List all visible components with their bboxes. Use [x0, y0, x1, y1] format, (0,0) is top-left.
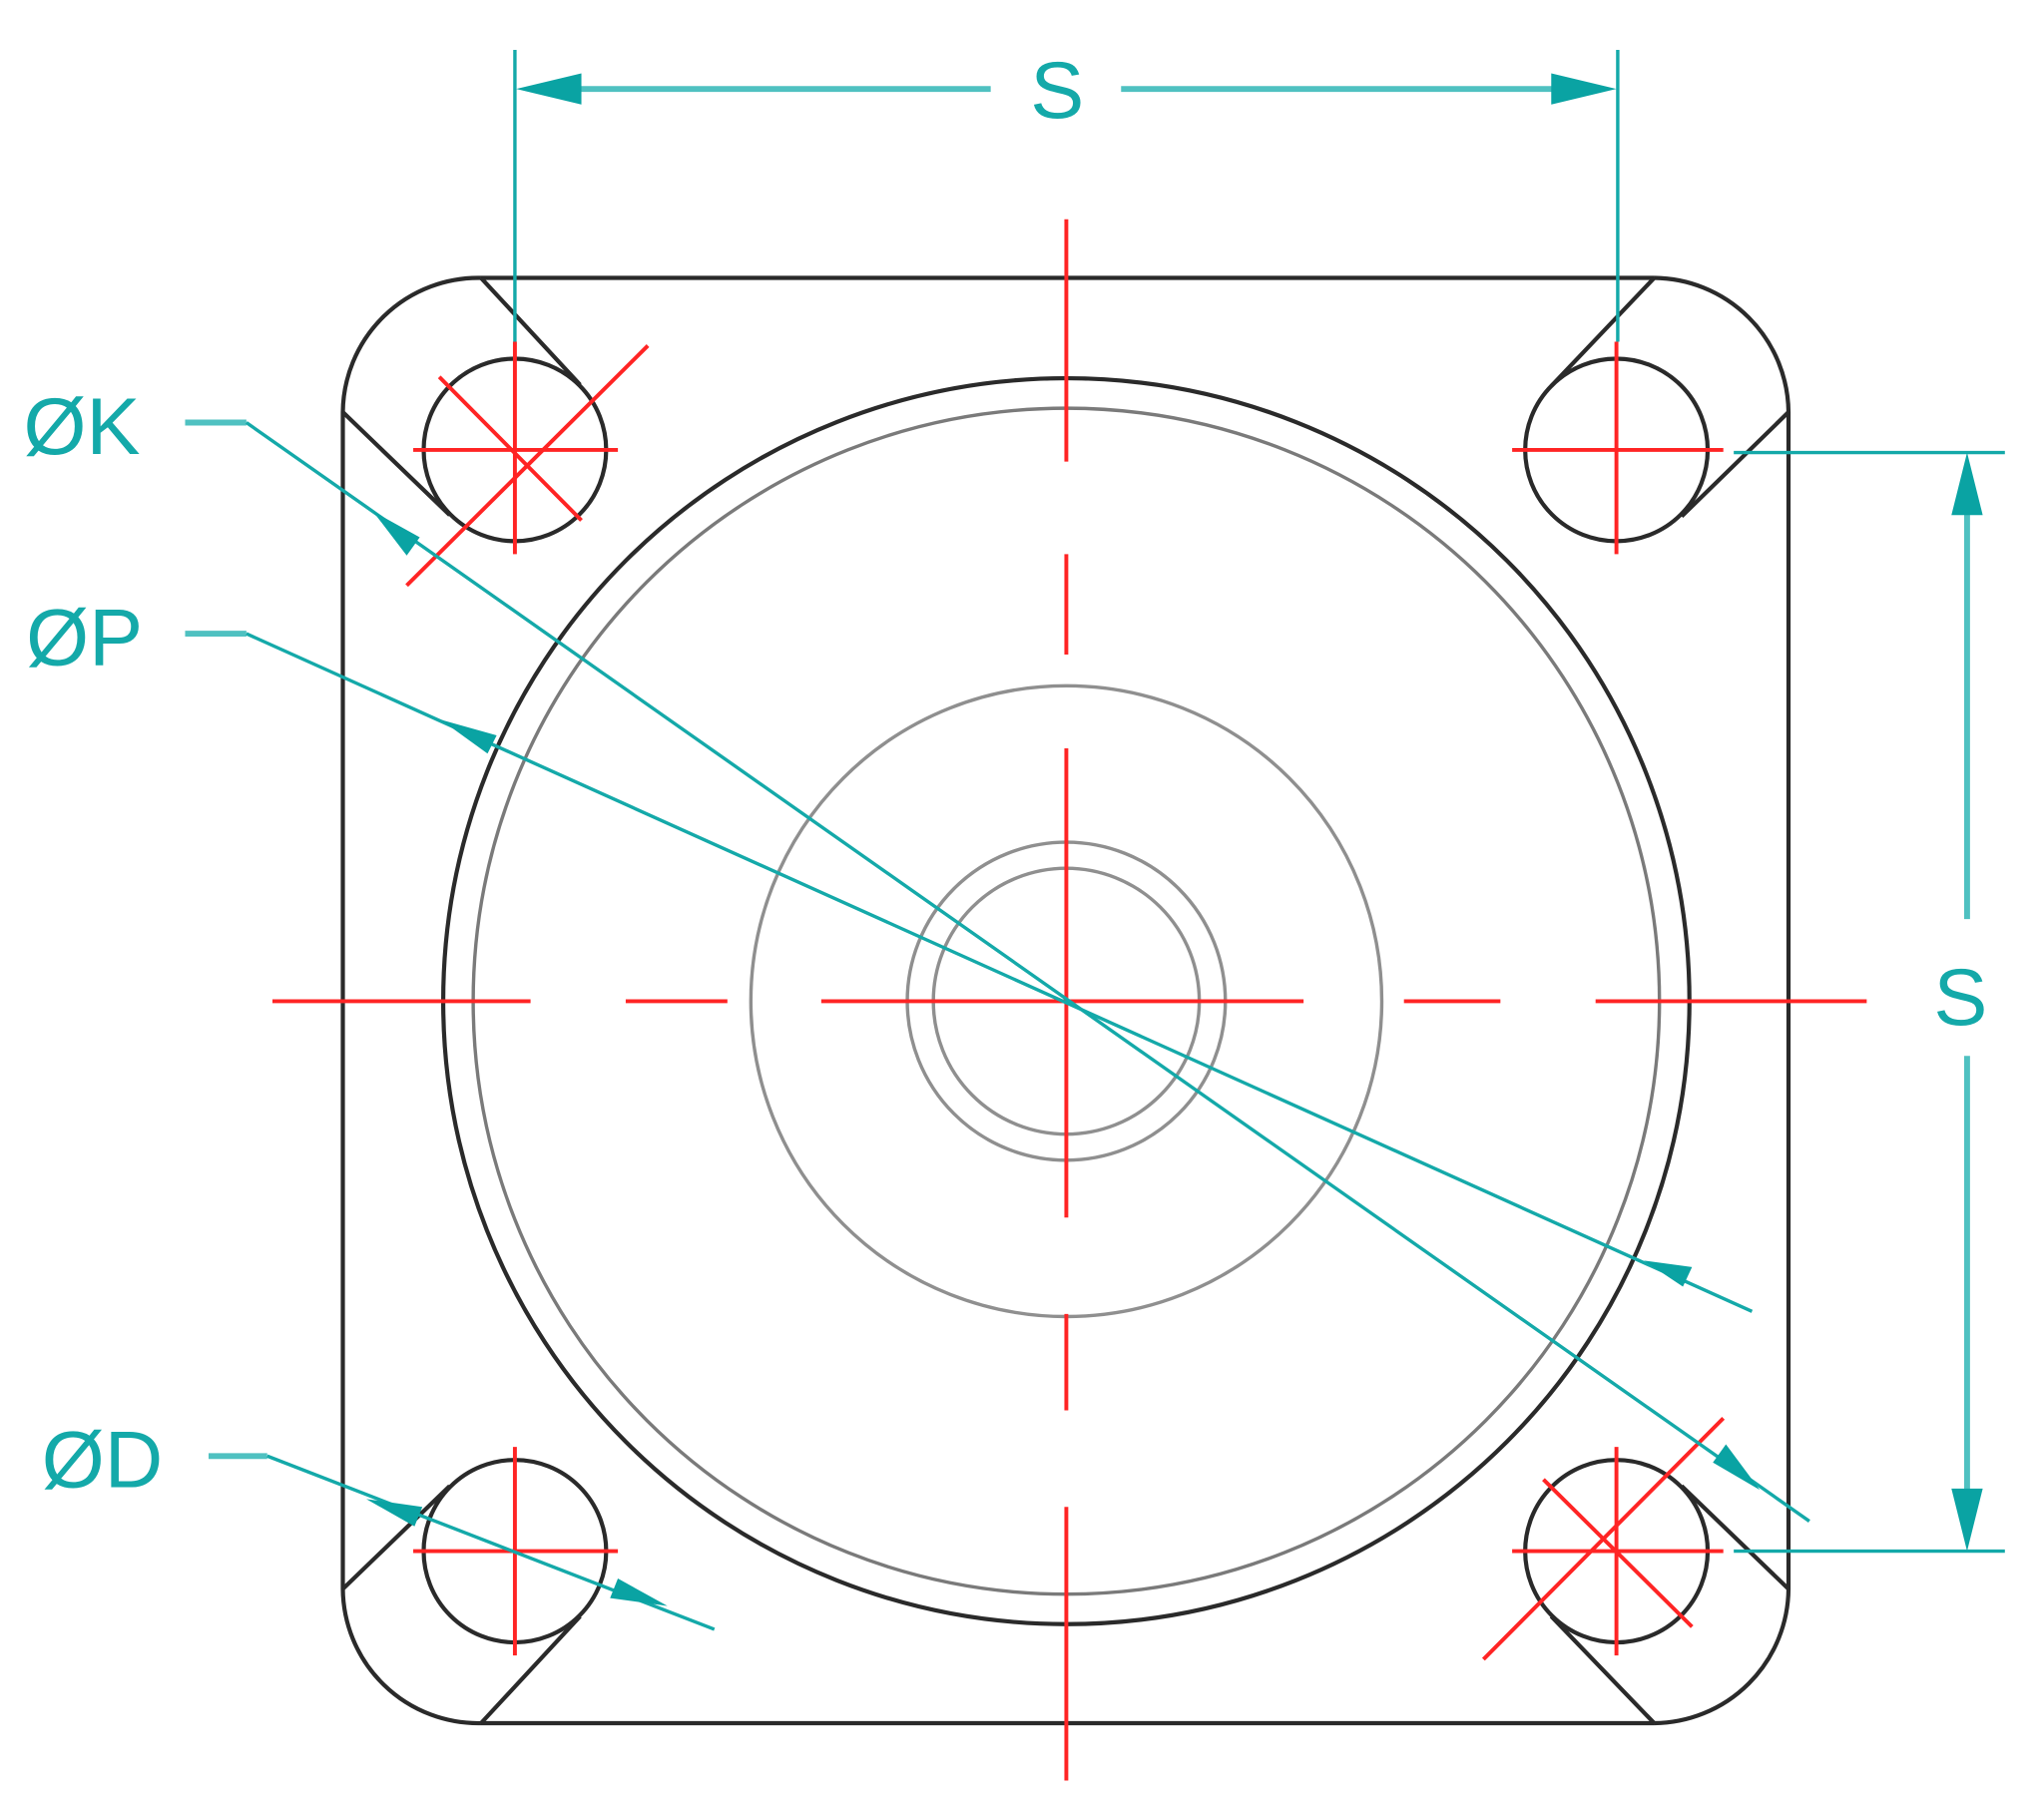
dimension-p-label: ØP	[26, 593, 143, 682]
dimension-s-vertical: S	[1734, 450, 2005, 1554]
bolt-circle-marks	[405, 344, 1726, 1661]
dimension-s-horizontal: S	[513, 46, 1620, 342]
dimension-s-horizontal-label: S	[1030, 46, 1084, 136]
dimension-s-vertical-label: S	[1933, 953, 1987, 1043]
dimension-d-label: ØD	[42, 1416, 163, 1506]
corner-tab-lines	[341, 276, 1790, 1725]
dimension-k-leader: ØK	[24, 382, 1810, 1523]
dimension-k-label: ØK	[24, 382, 141, 472]
dimension-p-leader: ØP	[26, 593, 1754, 1313]
dimension-d-leader: ØD	[42, 1416, 716, 1631]
